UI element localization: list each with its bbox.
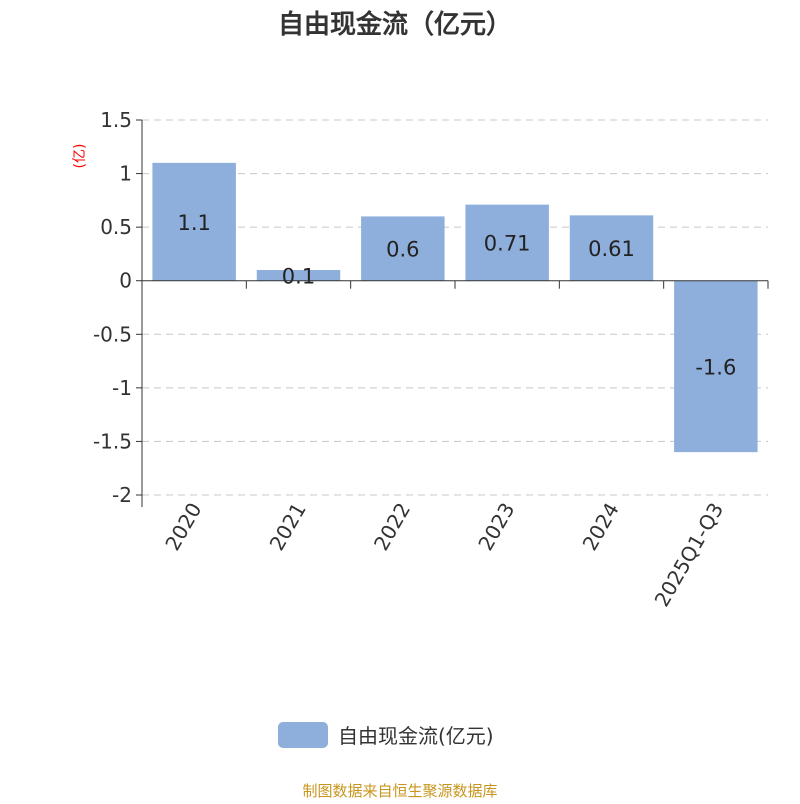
x-tick-label: 2022 (369, 499, 415, 555)
data-label: 0.61 (588, 237, 635, 261)
y-tick-label: -0.5 (93, 322, 132, 346)
y-tick-label: -1.5 (93, 429, 132, 453)
data-label: 1.1 (177, 211, 210, 235)
bar[interactable] (361, 216, 445, 281)
x-tick-label: 2023 (473, 499, 519, 555)
legend-swatch (278, 722, 328, 748)
bar[interactable] (569, 215, 654, 281)
source-note: 制图数据来自恒生聚源数据库 (302, 782, 497, 800)
data-label: -1.6 (695, 355, 736, 379)
y-axis-label: (亿) (72, 144, 88, 169)
y-tick-label: -1 (112, 376, 132, 400)
bar[interactable] (674, 280, 758, 453)
x-tick-label: 2024 (578, 499, 624, 555)
x-tick-label: 2025Q1-Q3 (649, 499, 728, 611)
x-tick-label: 2020 (160, 499, 206, 555)
bar[interactable] (256, 270, 341, 281)
chart-title: 自由现金流（亿元） (278, 9, 512, 40)
y-tick-label: 1.5 (100, 108, 132, 132)
bar[interactable] (152, 162, 236, 281)
y-tick-label: 1 (119, 162, 132, 186)
bar[interactable] (465, 204, 549, 281)
y-tick-label: -2 (112, 483, 132, 507)
x-tick-label: 2021 (265, 499, 311, 555)
data-label: 0.1 (282, 264, 315, 288)
legend-label[interactable]: 自由现金流(亿元) (338, 724, 494, 748)
y-tick-label: 0 (119, 269, 132, 293)
data-label: 0.71 (484, 232, 531, 256)
data-label: 0.6 (386, 238, 419, 262)
y-tick-label: 0.5 (100, 215, 132, 239)
